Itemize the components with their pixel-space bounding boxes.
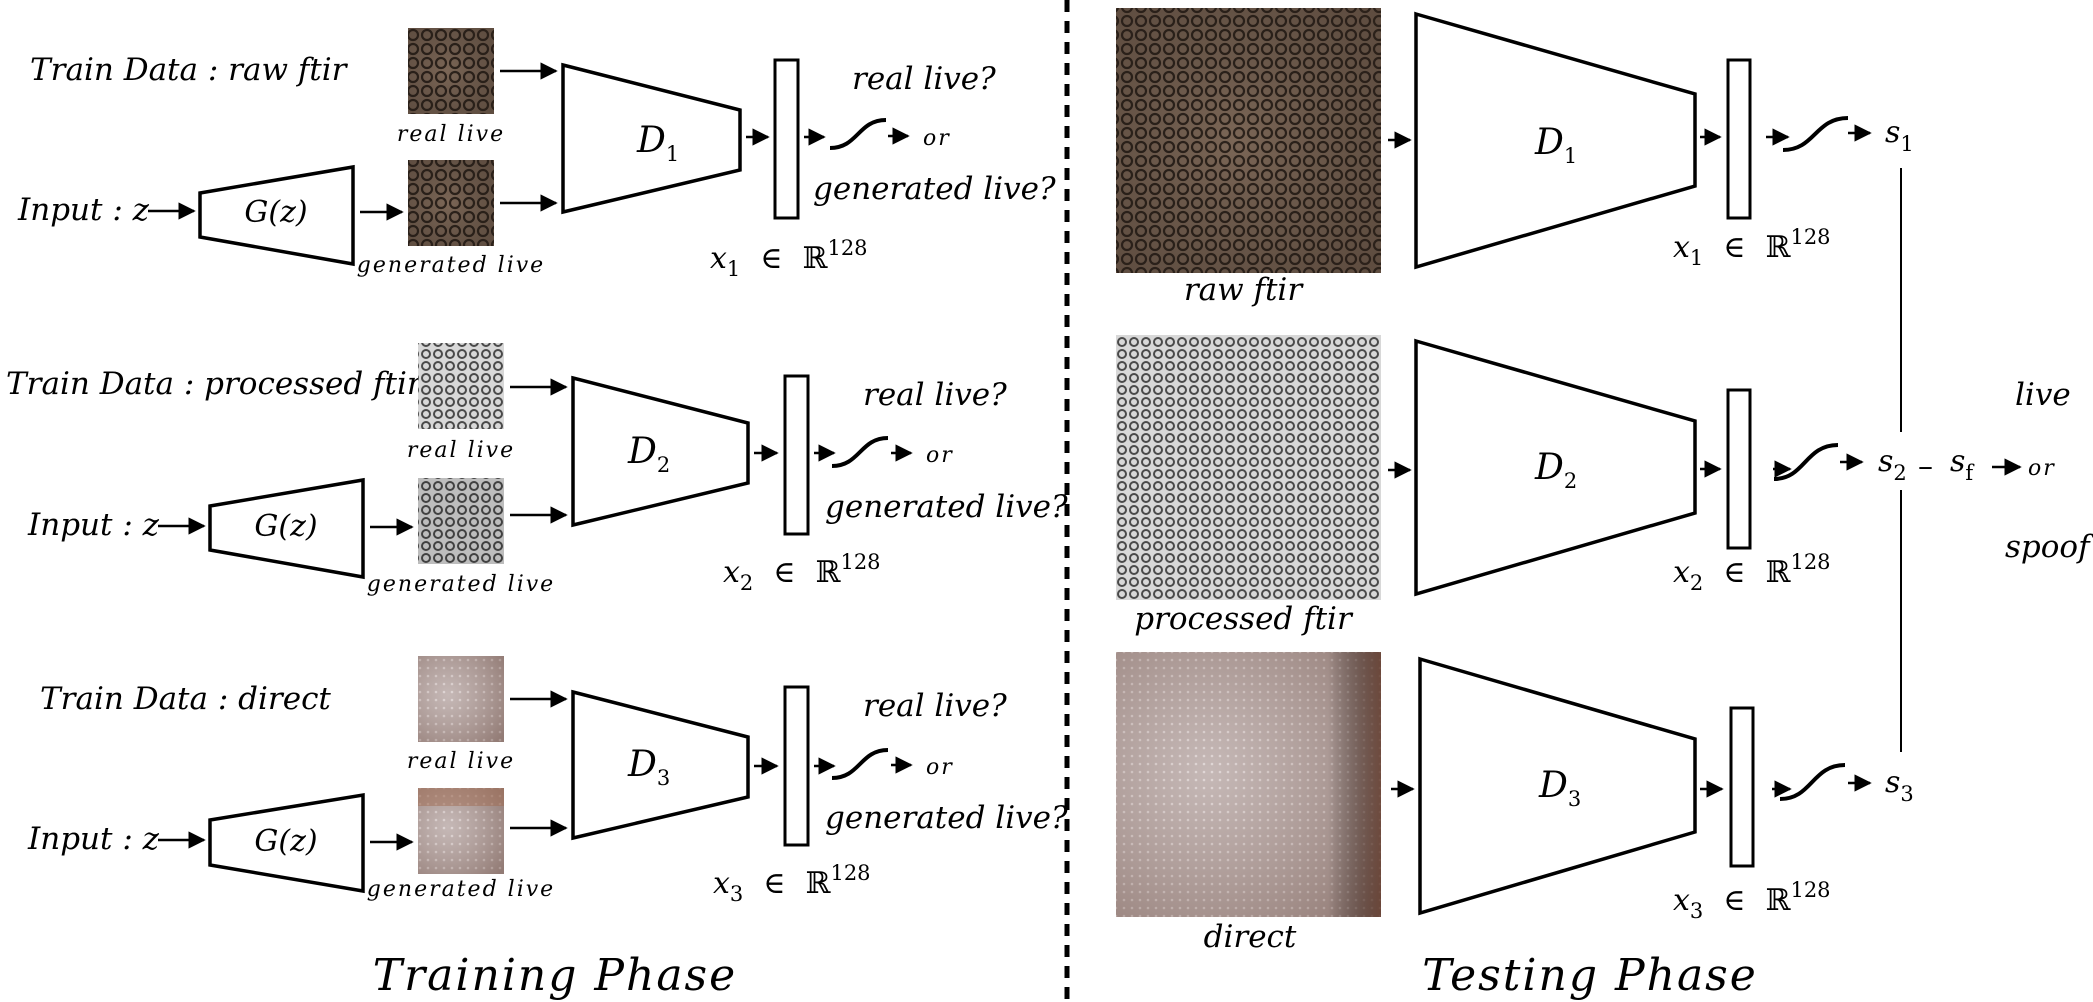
training-phase: Train Data : raw ftir Input : z G(z) rea… — [6, 28, 1068, 1001]
question-generated-live: generated live? — [825, 489, 1068, 525]
discriminator-block — [561, 62, 742, 215]
image-caption: processed ftir — [1134, 601, 1354, 637]
sigmoid-icon — [831, 436, 889, 468]
question-generated-live: generated live? — [825, 800, 1068, 836]
generator-block — [198, 164, 355, 267]
feature-space-label: x1∈ℝ128 — [1673, 225, 1831, 270]
discriminator-block — [1414, 11, 1697, 270]
testing-row-processed-ftir: processed ftir D2 s2 x2∈ℝ128 — [1116, 335, 1907, 637]
generator-block — [208, 477, 365, 580]
generated-live-caption: generated live — [367, 572, 555, 597]
discriminator-label: D1 — [636, 120, 679, 166]
generator-label: G(z) — [254, 824, 317, 859]
question-real-live: real live? — [863, 377, 1007, 413]
training-row-processed-ftir: Train Data : processed ftir Input : z G(… — [6, 343, 1068, 597]
discriminator-label: D1 — [1534, 122, 1577, 168]
feature-space-label: x2∈ℝ128 — [1673, 550, 1831, 595]
discriminator-block — [1414, 338, 1697, 597]
feature-vector-bar — [1726, 58, 1752, 220]
discriminator-label: D2 — [1534, 447, 1577, 493]
feature-vector-bar — [783, 374, 810, 536]
testing-phase-title: Testing Phase — [1422, 950, 1758, 1001]
question-or: or — [923, 126, 951, 151]
processed-ftir-fingerprint-image — [1116, 335, 1381, 600]
feature-vector-bar — [1726, 388, 1752, 550]
training-row-direct: Train Data : direct Input : z G(z) real … — [27, 656, 1068, 906]
feature-space-label: x2∈ℝ128 — [723, 550, 881, 595]
generated-live-caption: generated live — [357, 253, 545, 278]
decision-or: or — [2028, 456, 2056, 481]
train-data-label: Train Data : processed ftir — [6, 366, 424, 402]
decision-spoof: spoof — [2005, 529, 2093, 565]
fusion-dash: – — [1918, 449, 1933, 484]
input-label: Input : z — [27, 821, 160, 857]
sigmoid-icon — [831, 748, 889, 780]
score-fusion: – sf live or spoof — [1900, 168, 2093, 752]
feature-vector-bar — [1729, 706, 1755, 868]
score-label: s3 — [1885, 765, 1914, 806]
real-live-caption: real live — [407, 749, 515, 774]
feature-space-label: x3∈ℝ128 — [1673, 878, 1831, 923]
decision-live: live — [2015, 377, 2071, 413]
question-real-live: real live? — [852, 61, 996, 97]
sigmoid-icon — [1782, 116, 1849, 152]
question-or: or — [926, 755, 954, 780]
train-data-label: Train Data : direct — [40, 681, 331, 717]
question-generated-live: generated live? — [813, 171, 1056, 207]
discriminator-block — [1418, 656, 1697, 916]
sigmoid-icon — [829, 118, 887, 150]
score-label: s1 — [1885, 115, 1914, 156]
discriminator-block — [571, 375, 750, 528]
real-live-fingerprint-image — [418, 343, 504, 429]
feature-vector-bar — [773, 58, 800, 220]
input-label: Input : z — [27, 507, 160, 543]
generator-label: G(z) — [244, 195, 307, 230]
discriminator-label: D2 — [627, 431, 670, 477]
discriminator-block — [571, 689, 750, 841]
discriminator-label: D3 — [1538, 765, 1581, 811]
feature-space-label: x1∈ℝ128 — [710, 236, 868, 281]
question-real-live: real live? — [863, 688, 1007, 724]
testing-row-direct: direct D3 s3 x3∈ℝ128 — [1116, 652, 1914, 955]
image-caption: raw ftir — [1184, 272, 1305, 308]
discriminator-label: D3 — [627, 744, 670, 790]
training-phase-title: Training Phase — [373, 950, 737, 1001]
generator-block — [208, 792, 365, 894]
testing-row-raw-ftir: raw ftir D1 s1 x1∈ℝ128 — [1116, 8, 1914, 308]
generated-live-caption: generated live — [367, 877, 555, 902]
feature-space-label: x3∈ℝ128 — [713, 861, 871, 906]
image-caption: direct — [1204, 919, 1297, 955]
input-label: Input : z — [17, 192, 150, 228]
training-row-raw-ftir: Train Data : raw ftir Input : z G(z) rea… — [17, 28, 1056, 281]
sigmoid-icon — [1779, 763, 1846, 801]
generator-label: G(z) — [254, 509, 317, 544]
question-or: or — [926, 443, 954, 468]
real-live-caption: real live — [397, 122, 505, 147]
real-live-caption: real live — [407, 438, 515, 463]
train-data-label: Train Data : raw ftir — [30, 52, 349, 88]
fused-score-label: sf — [1950, 444, 1975, 485]
testing-phase: raw ftir D1 s1 x1∈ℝ128 processed ftir D2… — [1116, 8, 2093, 1001]
sigmoid-icon — [1773, 443, 1839, 481]
feature-vector-bar — [783, 685, 810, 847]
generated-live-fingerprint-image — [418, 478, 504, 564]
score-label: s2 — [1878, 444, 1907, 485]
